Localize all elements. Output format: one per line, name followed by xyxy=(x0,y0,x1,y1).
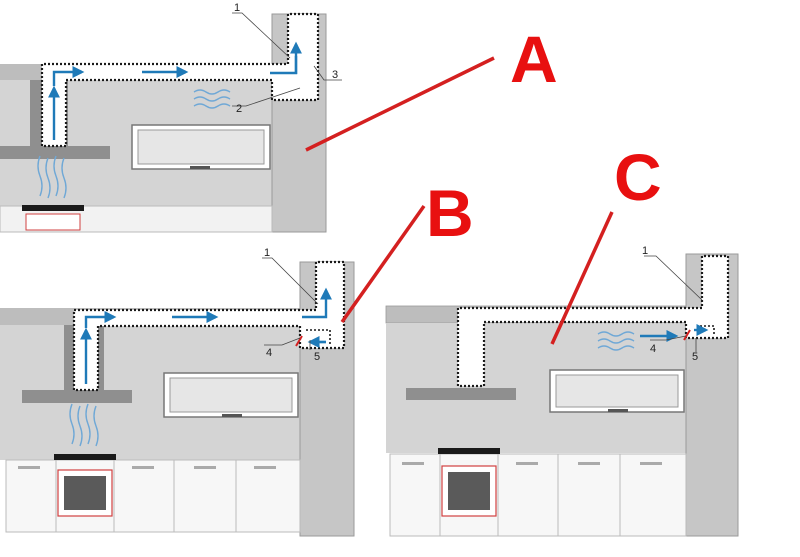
panel-b-valve xyxy=(295,335,303,347)
panel-b: 1 4 5 xyxy=(0,247,355,537)
panel-a: 1 2 3 xyxy=(0,2,342,233)
panel-a-base-cabinets xyxy=(0,205,273,233)
panel-c-leader-lines xyxy=(644,255,703,352)
panel-a-duct xyxy=(40,12,320,148)
panel-b-leader-lines xyxy=(262,257,319,350)
panel-c-steam-icon xyxy=(597,331,635,351)
panel-b-hood xyxy=(22,390,132,403)
panel-b-label-1: 1 xyxy=(264,247,270,259)
panel-c-label-1: 1 xyxy=(642,245,648,257)
panel-a-label-3: 3 xyxy=(332,69,338,81)
panel-b-label-5: 5 xyxy=(314,351,320,363)
panel-a-label-2: 2 xyxy=(236,103,242,115)
panel-c: 1 4 5 xyxy=(385,245,739,537)
letter-a: A xyxy=(510,22,558,96)
panel-c-hood xyxy=(406,388,516,400)
panel-c-label-5: 5 xyxy=(692,351,698,363)
panel-b-base-cabinets xyxy=(5,454,301,533)
panel-c-label-4: 4 xyxy=(650,343,656,355)
panel-b-airflow-arrows xyxy=(80,287,332,384)
panel-a-leader-lines xyxy=(232,12,342,107)
panel-c-cabinet xyxy=(549,369,685,413)
pointer-c xyxy=(550,211,614,345)
panel-c-airflow-arrows xyxy=(640,324,709,342)
panel-a-airflow-arrows xyxy=(48,41,302,140)
panel-c-base-cabinets xyxy=(389,448,687,537)
panel-b-cabinet xyxy=(163,372,299,418)
panel-c-duct xyxy=(456,254,730,388)
letter-c: C xyxy=(614,140,662,214)
panel-c-valve xyxy=(683,329,691,341)
panel-b-steam-icon xyxy=(69,403,99,447)
panel-b-inner-duct xyxy=(306,329,331,346)
callouts: A B C xyxy=(305,22,662,345)
panel-a-cabinet xyxy=(131,124,271,170)
pointer-a xyxy=(305,56,495,152)
panel-a-hood xyxy=(0,146,110,159)
pointer-b xyxy=(340,204,426,324)
panel-b-label-4: 4 xyxy=(266,347,272,359)
panel-b-duct xyxy=(72,260,346,392)
panel-a-steam-icon xyxy=(37,89,231,199)
letter-b: B xyxy=(426,176,474,250)
panel-a-label-1: 1 xyxy=(234,2,240,14)
